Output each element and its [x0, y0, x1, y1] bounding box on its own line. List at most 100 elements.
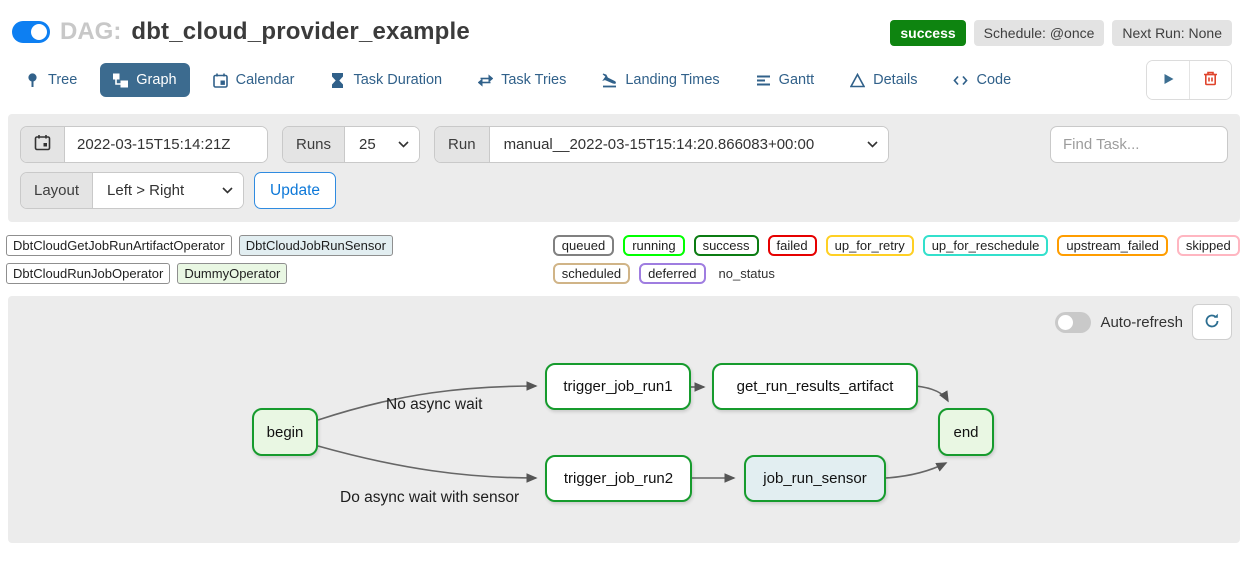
- edge-label-do-async-wait: Do async wait with sensor: [340, 489, 520, 506]
- operator-badge: DbtCloudJobRunSensor: [238, 235, 393, 256]
- run-group: Run manual__2022-03-15T15:14:20.866083+0…: [434, 126, 889, 163]
- dag-edges: [317, 381, 949, 483]
- schedule-badge: Schedule: @once: [973, 20, 1105, 46]
- tab-label: Landing Times: [625, 72, 720, 88]
- chevron-down-icon: [866, 141, 878, 148]
- tab-label: Gantt: [778, 72, 815, 88]
- sitemap-icon: [113, 73, 129, 88]
- num-runs-group: Runs 25: [282, 126, 421, 163]
- run-value: manual__2022-03-15T15:14:20.866083+00:00: [503, 136, 815, 153]
- state-badge-deferred[interactable]: deferred: [639, 263, 706, 284]
- update-button[interactable]: Update: [254, 172, 337, 209]
- layout-group: Layout Left > Right: [20, 172, 245, 209]
- dag-title: dbt_cloud_provider_example: [131, 18, 470, 45]
- tab-code[interactable]: Code: [940, 63, 1024, 97]
- hourglass-icon: [330, 72, 345, 88]
- run-select[interactable]: manual__2022-03-15T15:14:20.866083+00:00: [489, 127, 888, 162]
- edge-artifact-end: [915, 385, 949, 403]
- state-badge-upstream-failed[interactable]: upstream_failed: [1057, 235, 1168, 256]
- repeat-icon: [478, 73, 494, 88]
- state-legend: queued running success failed up_for_ret…: [552, 235, 1242, 284]
- tab-graph[interactable]: Graph: [100, 63, 190, 97]
- tab-label: Calendar: [235, 72, 295, 88]
- plane-landing-icon: [602, 73, 617, 88]
- state-badge-scheduled[interactable]: scheduled: [552, 263, 631, 284]
- toggle-knob: [31, 24, 47, 40]
- tab-task-tries[interactable]: Task Tries: [465, 63, 579, 97]
- layout-label: Layout: [21, 173, 94, 208]
- pin-icon: [25, 72, 40, 88]
- delete-dag-button[interactable]: [1189, 61, 1231, 99]
- auto-refresh-label: Auto-refresh: [1100, 313, 1183, 331]
- state-badge-success[interactable]: success: [693, 235, 759, 256]
- chevron-down-icon: [222, 187, 233, 194]
- tab-label: Details: [873, 72, 918, 88]
- tab-label: Code: [976, 72, 1012, 88]
- task-node-trigger-job-run2[interactable]: trigger_job_run2: [545, 455, 692, 502]
- state-badge-up-for-reschedule[interactable]: up_for_reschedule: [922, 235, 1049, 256]
- tab-tree[interactable]: Tree: [12, 63, 90, 97]
- tab-task-duration[interactable]: Task Duration: [317, 63, 455, 97]
- edge-label-no-async-wait: No async wait: [386, 396, 483, 413]
- operator-legend: DbtCloudGetJobRunArtifactOperator DbtClo…: [6, 235, 549, 284]
- play-icon: [1160, 71, 1176, 90]
- auto-refresh-toggle[interactable]: [1055, 311, 1092, 333]
- state-badge-queued[interactable]: queued: [552, 235, 615, 256]
- base-date-group: [20, 126, 268, 163]
- state-badge-up-for-retry[interactable]: up_for_retry: [825, 235, 914, 256]
- trigger-dag-button[interactable]: [1147, 61, 1189, 99]
- num-runs-value: 25: [359, 136, 376, 153]
- edge-begin-run1: [317, 381, 538, 421]
- toggle-knob: [1058, 314, 1074, 330]
- view-tabbar: Tree Graph Calendar Task Duration Task T…: [0, 52, 1248, 110]
- dag-label-prefix: DAG:: [60, 18, 122, 45]
- base-date-input[interactable]: [65, 127, 267, 162]
- runs-label: Runs: [283, 127, 346, 162]
- task-node-trigger-job-run1[interactable]: trigger_job_run1: [545, 363, 691, 410]
- next-run-badge: Next Run: None: [1112, 20, 1232, 46]
- header: DAG: dbt_cloud_provider_example success …: [0, 0, 1248, 52]
- operator-badge: DummyOperator: [177, 263, 288, 284]
- refresh-button[interactable]: [1192, 304, 1232, 340]
- dag-action-buttons: [1146, 60, 1232, 100]
- task-node-begin[interactable]: begin: [252, 408, 318, 456]
- legend: DbtCloudGetJobRunArtifactOperator DbtClo…: [0, 226, 1248, 288]
- dag-pause-toggle[interactable]: [12, 21, 50, 43]
- num-runs-select[interactable]: 25: [345, 127, 420, 162]
- layout-value: Left > Right: [107, 182, 185, 199]
- state-badge-running[interactable]: running: [623, 235, 685, 256]
- state-badge-skipped[interactable]: skipped: [1176, 235, 1240, 256]
- tab-gantt[interactable]: Gantt: [743, 63, 827, 97]
- edge-sensor-end: [885, 462, 948, 479]
- layout-select[interactable]: Left > Right: [93, 173, 244, 208]
- tab-calendar[interactable]: Calendar: [200, 63, 308, 97]
- tab-details[interactable]: Details: [837, 63, 930, 97]
- operator-badge: DbtCloudRunJobOperator: [6, 263, 171, 284]
- refresh-icon: [1203, 312, 1221, 333]
- calendar-picker-button[interactable]: [21, 127, 65, 162]
- run-label: Run: [435, 127, 490, 162]
- tab-label: Tree: [48, 72, 78, 88]
- dag-status-badge: success: [890, 20, 966, 46]
- triangle-icon: [850, 72, 866, 88]
- code-icon: [953, 73, 969, 88]
- no-status-label: no_status: [718, 266, 775, 281]
- find-task-input[interactable]: [1050, 126, 1228, 163]
- tab-landing-times[interactable]: Landing Times: [589, 63, 732, 97]
- trash-icon: [1202, 70, 1219, 90]
- calendar-icon: [212, 73, 228, 88]
- tab-label: Graph: [136, 72, 177, 88]
- tab-label: Task Duration: [353, 72, 443, 88]
- task-node-job-run-sensor[interactable]: job_run_sensor: [744, 455, 886, 502]
- calendar-icon: [34, 134, 51, 155]
- dag-graph-panel: Auto-refresh begin trigger_job_run1 get_…: [8, 296, 1240, 543]
- state-badge-failed[interactable]: failed: [767, 235, 817, 256]
- task-node-end[interactable]: end: [938, 408, 994, 456]
- task-node-get-run-results-artifact[interactable]: get_run_results_artifact: [712, 363, 918, 410]
- chevron-down-icon: [398, 141, 409, 148]
- tab-label: Task Tries: [501, 72, 567, 88]
- operator-badge: DbtCloudGetJobRunArtifactOperator: [6, 235, 232, 256]
- edge-begin-run2: [317, 445, 538, 483]
- filter-panel: Runs 25 Run manual__2022-03-15T15:14:20.…: [8, 114, 1240, 222]
- gantt-bars-icon: [756, 73, 771, 88]
